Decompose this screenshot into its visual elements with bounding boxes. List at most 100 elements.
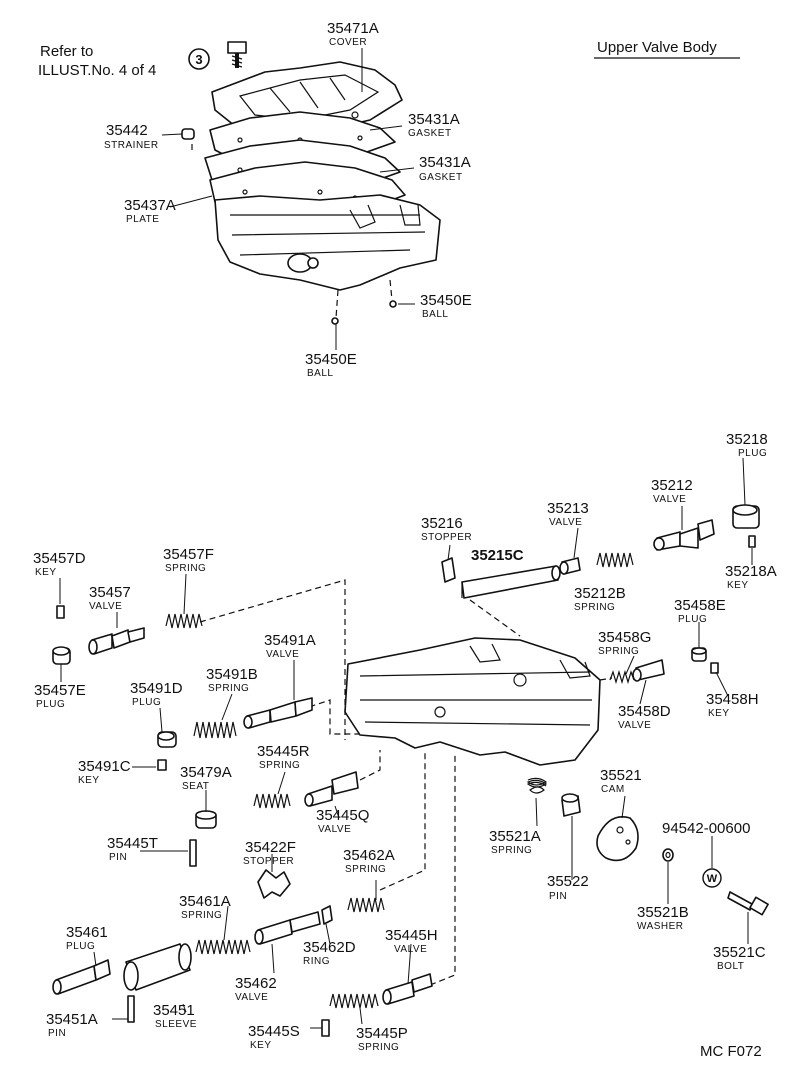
- part-name: KEY: [250, 1040, 272, 1051]
- callout-35491C: 35491C KEY: [78, 758, 131, 786]
- callout-35462D: 35462D RING: [303, 939, 356, 967]
- callout-35216: 35216 STOPPER: [421, 515, 472, 543]
- callout-35451A: 35451A PIN: [46, 1011, 98, 1039]
- guide-line-4: [379, 752, 426, 891]
- part-name: VALVE: [549, 517, 582, 528]
- part-name: SPRING: [208, 683, 249, 694]
- callout-35218A: 35218A KEY: [725, 563, 777, 591]
- callout-35491D: 35491D PLUG: [130, 680, 183, 708]
- spring-35521A-shape: [529, 786, 545, 794]
- part-name: VALVE: [618, 720, 651, 731]
- valve-35445Q-shape: [304, 771, 359, 807]
- stopper-35422F-shape: [257, 869, 291, 899]
- part-number: 35491A: [264, 632, 316, 649]
- refer-line-1: Refer to: [40, 43, 93, 60]
- callout-35445P: 35445P SPRING: [356, 1025, 408, 1053]
- spring-35458G-shape: [609, 669, 635, 685]
- guide-line-3: [359, 750, 381, 781]
- callout-35521: 35521 CAM: [600, 767, 642, 795]
- key-35458H-shape: [710, 662, 719, 674]
- part-name: WASHER: [637, 921, 684, 932]
- part-number: 35445T: [107, 835, 158, 852]
- part-name: STRAINER: [104, 140, 159, 151]
- callout-35445T: 35445T PIN: [107, 835, 158, 863]
- plug-35491D-shape: [157, 731, 177, 748]
- spring-35212B-shape: [596, 552, 634, 568]
- guide-line-6: [469, 599, 521, 637]
- upper-assembly: [181, 41, 441, 325]
- callout-35212: 35212 VALVE: [651, 477, 693, 505]
- washer-35521B-shape: [662, 848, 674, 862]
- part-name: KEY: [708, 708, 730, 719]
- part-name: VALVE: [266, 649, 299, 660]
- part-number: 35431A: [408, 111, 460, 128]
- valve-35445H-shape: [382, 973, 433, 1005]
- strainer-shape: [181, 128, 195, 150]
- reference-circle-number: 3: [195, 52, 202, 67]
- part-number: 35431A: [419, 154, 471, 171]
- callout-35521A: 35521A SPRING: [489, 828, 541, 856]
- callout-35212B: 35212B SPRING: [574, 585, 626, 613]
- spring-35521A-coils: [526, 777, 548, 788]
- part-number: 35491D: [130, 680, 183, 697]
- seat-35479A-shape: [195, 810, 217, 829]
- callout-94542-00600: 94542-00600: [662, 820, 750, 837]
- callout-35471A: 35471A COVER: [327, 20, 379, 48]
- guide-line-2: [299, 699, 360, 735]
- callout-35457: 35457 VALVE: [89, 584, 131, 612]
- part-name: SPRING: [259, 760, 300, 771]
- callout-35445S: 35445S KEY: [248, 1023, 300, 1051]
- spring-35445P-shape: [329, 993, 379, 1009]
- part-number: 35521C: [713, 944, 766, 961]
- part-name: PLUG: [678, 614, 707, 625]
- part-number: 35458D: [618, 703, 671, 720]
- part-number: 35458E: [674, 597, 726, 614]
- part-number: 35458H: [706, 691, 759, 708]
- part-name: VALVE: [318, 824, 351, 835]
- plug-35218-shape: [732, 504, 760, 529]
- part-number: 35218A: [725, 563, 777, 580]
- part-name: PLUG: [36, 699, 65, 710]
- part-number: 35445H: [385, 927, 438, 944]
- part-name: CAM: [601, 784, 625, 795]
- valve-35212-shape: [653, 519, 715, 551]
- spring-35462A-shape: [347, 897, 385, 913]
- part-name: STOPPER: [243, 856, 294, 867]
- callout-35462: 35462 VALVE: [235, 975, 277, 1003]
- part-name: PLUG: [738, 448, 767, 459]
- callout-35450E-2: 35450E BALL: [305, 351, 357, 379]
- part-number: 35212: [651, 477, 693, 494]
- callout-35461A: 35461A SPRING: [179, 893, 231, 921]
- part-name: PLUG: [132, 697, 161, 708]
- part-number: 35445R: [257, 743, 310, 760]
- part-number: 35215C: [471, 547, 524, 564]
- figure-code: MC F072: [700, 1043, 762, 1060]
- part-name: GASKET: [408, 128, 452, 139]
- part-name: SPRING: [358, 1042, 399, 1053]
- part-number: 35451A: [46, 1011, 98, 1028]
- part-number: 35445Q: [316, 807, 369, 824]
- page-title: Upper Valve Body: [597, 39, 717, 56]
- plug-35461-shape: [52, 959, 111, 995]
- callout-35458E: 35458E PLUG: [674, 597, 726, 625]
- part-name: VALVE: [653, 494, 686, 505]
- washer-symbol: W: [702, 868, 722, 888]
- washer-symbol-letter: W: [707, 873, 718, 885]
- callout-35491B: 35491B SPRING: [206, 666, 258, 694]
- part-number: 35471A: [327, 20, 379, 37]
- refer-line-2: ILLUST.No. 4 of 4: [38, 62, 156, 79]
- part-number: 35451: [153, 1002, 195, 1019]
- key-35445S-shape: [321, 1019, 330, 1037]
- ring-35462D-shape: [321, 905, 333, 925]
- part-name: SEAT: [182, 781, 209, 792]
- part-name: BOLT: [717, 961, 744, 972]
- callout-35445R: 35445R SPRING: [257, 743, 310, 771]
- part-number: 94542-00600: [662, 820, 750, 837]
- valve-35491A-shape: [243, 697, 313, 729]
- part-number: 35461: [66, 924, 108, 941]
- callouts: 35471A COVER 35431A GASKET 35442 STRAINE…: [33, 20, 777, 1053]
- part-number: 35521A: [489, 828, 541, 845]
- spring-35491B-shape: [193, 721, 237, 739]
- cam-35521-shape: [596, 816, 639, 862]
